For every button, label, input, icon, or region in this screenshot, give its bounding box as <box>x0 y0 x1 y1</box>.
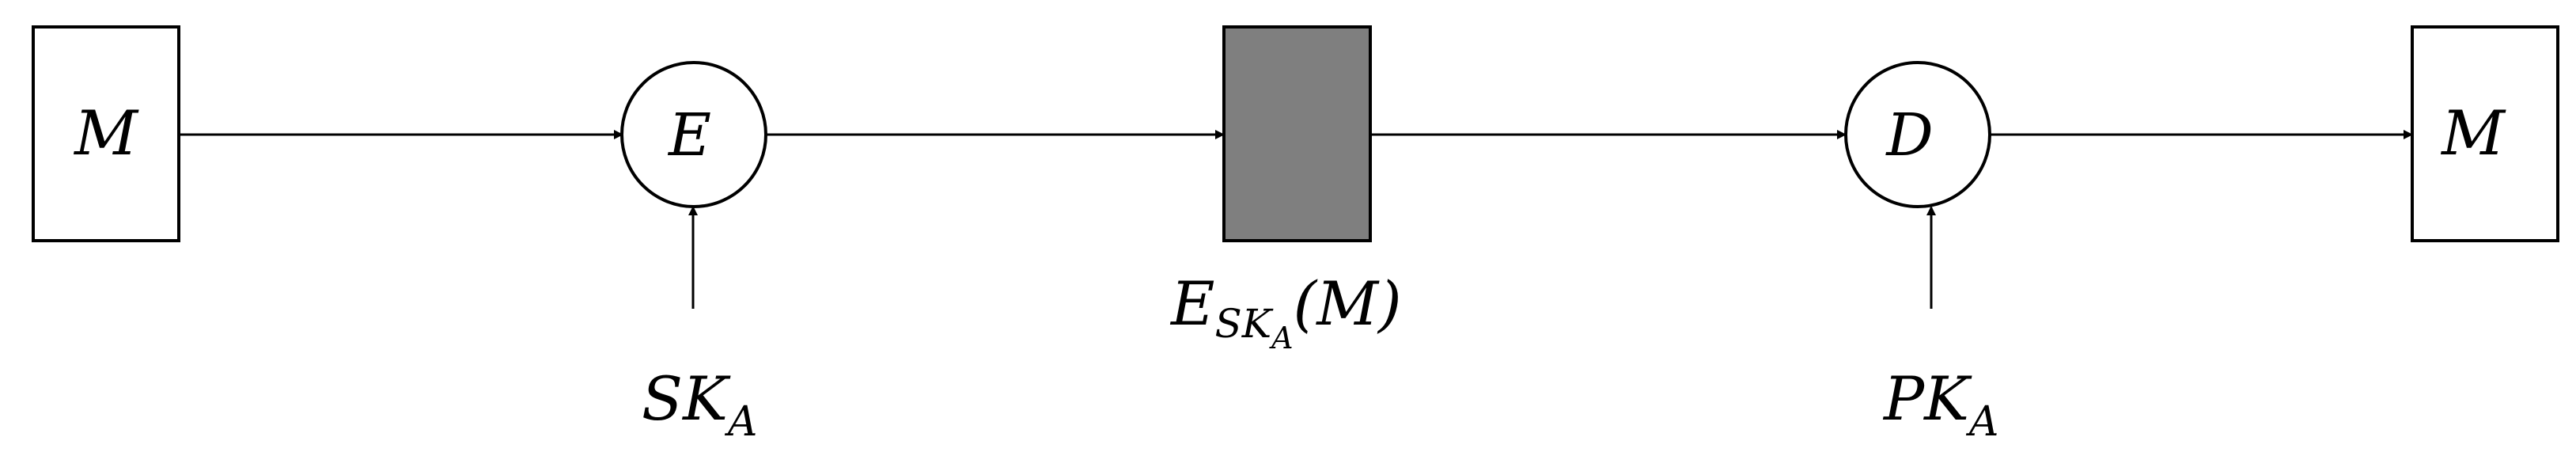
public-key-base: PK <box>1882 363 1972 434</box>
input-message-label: M <box>73 98 139 169</box>
ciphertext-label-subsubscript: A <box>1269 321 1293 355</box>
secret-key-label: SKA <box>642 363 757 446</box>
encrypt-label: E <box>667 101 711 169</box>
input-message-box <box>32 25 180 242</box>
secret-key-subscript: A <box>725 398 758 446</box>
public-key-label: PKA <box>1882 363 1998 446</box>
decrypt-label: D <box>1885 101 1933 169</box>
ciphertext-label-subscript: SK <box>1214 301 1273 347</box>
public-key-subscript: A <box>1966 398 1999 446</box>
ciphertext-box <box>1222 25 1372 242</box>
ciphertext-label-base: E <box>1169 268 1214 339</box>
output-message-box <box>2411 25 2559 242</box>
ciphertext-label-argument: (M) <box>1294 268 1402 339</box>
ciphertext-label: ESKA(M) <box>1169 268 1402 355</box>
output-message-label: M <box>2440 98 2506 169</box>
decrypt-node <box>1844 61 1991 208</box>
secret-key-base: SK <box>642 363 731 434</box>
